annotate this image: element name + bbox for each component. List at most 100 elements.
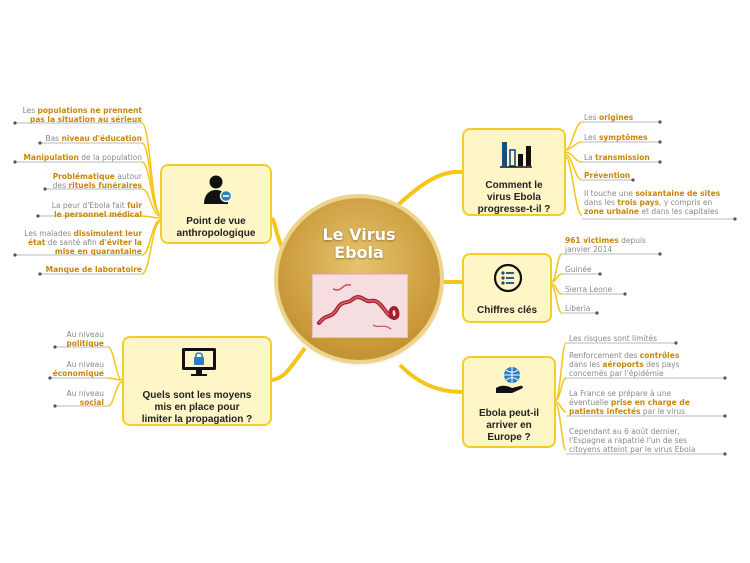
leaf-line: Manipulation de la population	[23, 153, 142, 162]
leaf-line: l'Espagne a rapatrié l'un de ses	[569, 436, 695, 445]
leaf-progression-3[interactable]: Prévention	[584, 171, 630, 180]
highlighted-text: pas la situation au sérieux	[29, 115, 142, 124]
leaf-text: Au niveau	[66, 330, 104, 339]
leaf-text: Il touche une	[584, 189, 636, 198]
leaf-line: Sierra Leone	[565, 285, 612, 294]
node-europe[interactable]: Ebola peut-il arriver en Europe ?	[462, 356, 556, 448]
monitor-lock-icon	[180, 346, 218, 381]
node-moyens[interactable]: Quels sont les moyens mis en place pour …	[122, 336, 272, 426]
leaf-anthropo-1[interactable]: Bas niveau d'éducation	[45, 134, 142, 143]
leaf-line: citoyens atteint par le virus Ebola	[569, 445, 695, 454]
leaf-chiffres-3[interactable]: Liberia	[565, 304, 590, 313]
ebola-virus-image	[312, 274, 408, 338]
leaf-text: Au niveau	[66, 360, 104, 369]
leaf-text: et dans les capitales	[639, 207, 719, 216]
leaf-line: 961 victimes depuis	[565, 236, 646, 245]
leaf-progression-2[interactable]: La transmission	[584, 153, 650, 162]
node-chiffres-label: Chiffres clés	[476, 305, 538, 316]
leaf-text: Bas	[45, 134, 62, 143]
leaf-anthropo-2[interactable]: Manipulation de la population	[23, 153, 142, 162]
leaf-line: économique	[53, 369, 104, 378]
leaf-line: patients infectés par le virus	[569, 407, 690, 416]
leaf-text: Les	[22, 106, 38, 115]
leaf-chiffres-1[interactable]: Guinée	[565, 265, 592, 274]
node-progression-label-1: Comment le	[485, 180, 543, 191]
highlighted-text: zone urbaine	[584, 207, 640, 216]
leaf-line: Les populations ne prennent	[23, 106, 142, 115]
node-progression-label-3: progresse-t-il ?	[477, 204, 551, 215]
node-moyens-label-3: limiter la propagation ?	[141, 414, 253, 425]
leaf-line: le personnel médical	[52, 210, 142, 219]
leaf-text: , y compris en	[659, 198, 713, 207]
leaf-text: depuis	[618, 236, 646, 245]
central-title: Le Virus Ebola	[278, 226, 440, 262]
node-progression-label-2: virus Ebola	[487, 192, 541, 203]
leaf-anthropo-6[interactable]: Manque de laboratoire	[46, 265, 142, 274]
highlighted-text: politique	[66, 339, 104, 348]
leaf-text: La	[584, 153, 596, 162]
highlighted-text: Prévention	[584, 171, 631, 180]
globe-hand-icon	[494, 364, 528, 399]
leaf-text: Les malades	[24, 229, 74, 238]
leaf-line: La transmission	[584, 153, 650, 162]
node-chiffres-cles[interactable]: Chiffres clés	[462, 253, 552, 323]
leaf-line: Renforcement des contrôles	[569, 351, 679, 360]
leaf-line: dans les trois pays, y compris en	[584, 198, 720, 207]
leaf-text: des pays	[643, 360, 680, 369]
node-moyens-label-1: Quels sont les moyens	[142, 390, 252, 401]
node-anthropologique[interactable]: Point de vue anthropologique	[160, 164, 272, 244]
central-topic[interactable]: Le Virus Ebola	[278, 198, 440, 360]
highlighted-text: patients infectés	[569, 407, 641, 416]
leaf-text: l'Espagne a rapatrié l'un de ses	[569, 436, 688, 445]
leaf-text: Guinée	[565, 265, 592, 274]
highlighted-text: économique	[52, 369, 104, 378]
bar-chart-icon	[500, 138, 532, 171]
leaf-text: autour	[114, 172, 142, 181]
leaf-text: par le virus	[640, 407, 686, 416]
highlighted-text: prise en charge de	[610, 398, 690, 407]
leaf-line: Au niveau	[66, 389, 104, 398]
leaf-line: social	[66, 398, 104, 407]
central-title-line1: Le Virus	[322, 225, 396, 244]
leaf-text: Renforcement des	[569, 351, 640, 360]
leaf-line: pas la situation au sérieux	[23, 115, 142, 124]
leaf-line: Au niveau	[53, 360, 104, 369]
highlighted-text: transmission	[595, 153, 650, 162]
leaf-text: dans les	[569, 360, 603, 369]
highlighted-text: populations ne prennent	[37, 106, 142, 115]
leaf-line: éventuelle prise en charge de	[569, 398, 690, 407]
leaf-europe-3[interactable]: Cependant au 6 août dernier,l'Espagne a …	[569, 427, 695, 454]
leaf-chiffres-2[interactable]: Sierra Leone	[565, 285, 612, 294]
highlighted-text: d'éviter la	[99, 238, 142, 247]
leaf-text: de la population	[78, 153, 142, 162]
leaf-progression-0[interactable]: Les origines	[584, 113, 633, 122]
highlighted-text: dissimulent leur	[73, 229, 142, 238]
leaf-europe-0[interactable]: Les risques sont limités	[569, 334, 657, 343]
leaf-text: de santé afin	[45, 238, 100, 247]
leaf-line: politique	[66, 339, 104, 348]
leaf-line: Prévention	[584, 171, 630, 180]
leaf-text: Sierra Leone	[565, 285, 613, 294]
leaf-line: concernés par l'épidémie	[569, 369, 679, 378]
node-progression[interactable]: Comment le virus Ebola progresse-t-il ?	[462, 128, 566, 216]
leaf-line: Les origines	[584, 113, 633, 122]
leaf-text: Les risques sont limités	[569, 334, 658, 343]
leaf-line: zone urbaine et dans les capitales	[584, 207, 720, 216]
highlighted-text: Manipulation	[23, 153, 79, 162]
highlighted-text: fuir	[127, 201, 142, 210]
leaf-progression-1[interactable]: Les symptômes	[584, 133, 648, 142]
leaf-text: concernés par l'épidémie	[569, 369, 664, 378]
leaf-text: dans les	[584, 198, 618, 207]
leaf-text: éventuelle	[569, 398, 611, 407]
